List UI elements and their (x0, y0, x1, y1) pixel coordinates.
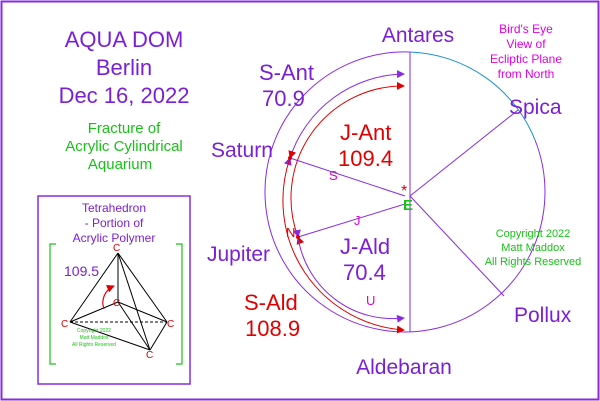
inset-bracket-right (176, 243, 183, 365)
tetra-edge-5 (149, 321, 168, 351)
tetra-angle-value: 109.5 (64, 263, 99, 279)
page-title-line-3: Dec 16, 2022 (59, 83, 190, 108)
s-ald-arc (282, 150, 405, 334)
view-note-line-2: View of (506, 37, 546, 51)
tetra-angle-arc (102, 284, 115, 310)
earth-spica-line (409, 109, 519, 197)
carbon-label-right: C (167, 319, 174, 330)
star-label-aldebaran: Aldebaran (356, 356, 452, 379)
view-note-line-1: Bird's Eye (499, 22, 553, 36)
tetra-edge-2 (117, 252, 168, 323)
north-node-marker: N (286, 225, 295, 240)
saturn-marker: S (329, 168, 338, 183)
carbon-label-top: C (113, 243, 120, 254)
inset-title-line-2: - Portion of (85, 216, 144, 230)
subtitle-line-2: Acrylic Cylindrical (65, 138, 183, 155)
star-label-spica: Spica (509, 96, 562, 119)
carbon-label-bottom: C (146, 350, 153, 361)
view-note-line-4: from North (498, 67, 555, 81)
earth-marker: E (403, 197, 413, 214)
copyright-line-2: Matt Maddox (501, 242, 565, 254)
earth-jupiter-line (297, 203, 406, 238)
carbon-label-left: C (61, 319, 68, 330)
inset-title-line-3: Acrylic Polymer (73, 231, 156, 245)
copyright-line-3: All Rights Reserved (485, 256, 582, 268)
inset-title-line-1: Tetrahedron (82, 201, 146, 215)
page-title-line-2: Berlin (96, 55, 152, 80)
j-ant-value: 109.4 (338, 146, 393, 171)
s-ald-label: S-Ald (244, 290, 298, 315)
jupiter-marker: J (354, 213, 361, 228)
page-title-line-1: AQUA DOM (65, 27, 184, 52)
s-ald-value: 108.9 (245, 316, 300, 341)
tetra-edge-4 (69, 321, 151, 351)
subtitle-line-1: Fracture of (88, 120, 161, 137)
inset-copyright-line-2: Matt Maddox (80, 335, 109, 341)
j-ald-label: J-Ald (340, 234, 390, 259)
star-label-jupiter: Jupiter (207, 243, 270, 266)
tetra-edge-1 (69, 252, 119, 323)
j-ald-value: 70.4 (343, 260, 386, 285)
s-ant-value: 70.9 (262, 86, 305, 111)
tetra-edge-3 (117, 252, 151, 351)
star-label-pollux: Pollux (514, 304, 572, 327)
tetra-bond-3 (117, 301, 168, 323)
inset-copyright-line-1: Copyright 2022 (77, 328, 111, 334)
subtitle-line-3: Aquarium (88, 156, 152, 173)
jupiter-point (296, 235, 300, 239)
antares-star-marker: * (401, 183, 407, 200)
inset-border (37, 195, 191, 385)
ecliptic-circle-arc-blue (409, 51, 536, 141)
j-ant-label: J-Ant (340, 120, 391, 145)
copyright-line-1: Copyright 2022 (496, 228, 571, 240)
star-label-antares: Antares (382, 24, 454, 47)
tetra-bond-4 (117, 301, 151, 351)
carbon-label-center: C (113, 298, 120, 309)
earth-pollux-line (409, 195, 505, 297)
star-label-saturn: Saturn (211, 139, 273, 162)
tetra-bond-2 (69, 301, 119, 323)
uranus-marker: U (366, 293, 375, 308)
inset-bracket-left (49, 243, 56, 365)
inset-copyright-line-3: All Rights Reserved (72, 342, 116, 348)
tetrahedron-inset: Tetrahedron - Portion of Acrylic Polymer… (37, 195, 191, 385)
view-note-line-3: Ecliptic Plane (490, 52, 562, 66)
s-ant-label: S-Ant (259, 60, 314, 85)
saturn-point (288, 156, 292, 160)
